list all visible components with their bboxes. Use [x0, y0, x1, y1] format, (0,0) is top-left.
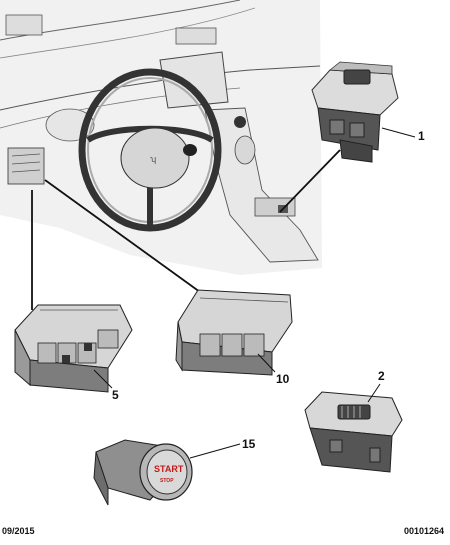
part-5-switch-panel: [14, 304, 133, 393]
callout-1: 1: [418, 129, 425, 143]
start-label: START: [154, 464, 184, 474]
callout-10: 10: [276, 372, 290, 386]
part-1-location-line: [279, 149, 341, 213]
callout-15: 15: [242, 437, 256, 451]
stop-label: STOP: [160, 478, 174, 484]
callout-5: 5: [112, 388, 119, 402]
part-2-mode-selector: [304, 391, 403, 473]
part-5-leader-line: [93, 369, 113, 389]
footer-date: 09/2015: [2, 526, 35, 536]
part-1-leader-line: [381, 127, 416, 138]
dashboard-illustration: ʮ: [0, 0, 322, 275]
part-2-leader-line: [367, 383, 381, 403]
footer-reference: 00101264: [403, 526, 444, 536]
part-15-start-stop-button: START STOP: [93, 439, 193, 506]
part-15-leader-line: [189, 443, 241, 459]
part-10-location-line: [44, 179, 201, 293]
part-1-parking-brake-switch: [311, 61, 399, 163]
part-10-switch-panel: [175, 289, 293, 376]
part-10-leader-line: [257, 353, 276, 373]
svg-text:ʮ: ʮ: [150, 154, 156, 164]
steering-wheel-drawing: ʮ: [78, 68, 222, 232]
callout-2: 2: [378, 369, 385, 383]
